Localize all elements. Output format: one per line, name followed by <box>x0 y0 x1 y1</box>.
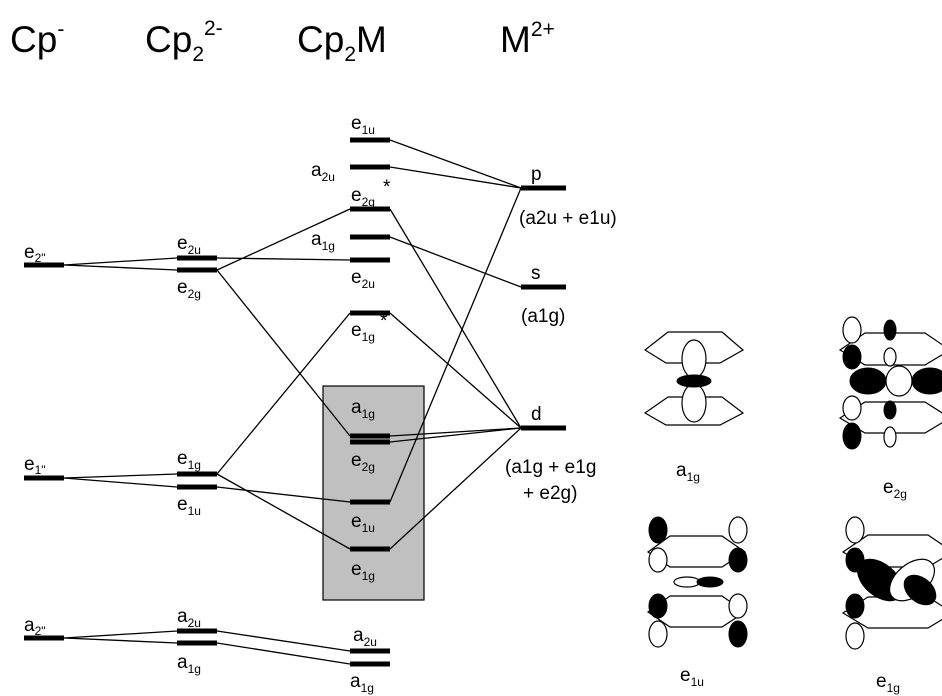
connector <box>389 427 522 437</box>
orbital-e1u-illustration <box>646 516 748 648</box>
label-cp2m-a2u-lower: a2u <box>353 625 377 649</box>
connector <box>63 473 178 479</box>
label-cp2m-e1u-lower: e1u <box>351 511 375 535</box>
label-cp2m-e2g-star: e2g* <box>351 177 391 209</box>
label-cp-e1: e1" <box>24 454 46 477</box>
orbital-label-e2g: e2g <box>883 477 907 501</box>
connector <box>216 642 351 665</box>
connector <box>389 187 522 503</box>
orbital-label-e1u: e1u <box>680 665 704 689</box>
label-cp2m-e1u: e1u <box>351 113 375 137</box>
header-cp2m: Cp2M <box>297 19 387 66</box>
label-cp2m-e1g-star: e1g* <box>351 311 388 344</box>
orbital-a1g-illustration <box>643 331 745 426</box>
label-metal-s-sym: (a1g) <box>521 306 565 327</box>
label-cp2-e1u: e1u <box>177 494 201 518</box>
label-cp2-a1g: a1g <box>177 652 201 676</box>
connector <box>63 630 178 639</box>
connector <box>389 208 522 429</box>
label-cp2m-e1g: e1g <box>351 559 375 583</box>
label-metal-p-sym: (a2u + e1u) <box>519 208 617 229</box>
label-cp2-e2g: e2g <box>177 277 201 301</box>
column-headers: Cp- Cp22- Cp2M M2+ <box>10 17 555 66</box>
label-cp2m-e2u: e2u <box>351 267 375 291</box>
connector <box>216 473 351 550</box>
header-cp: Cp- <box>10 18 64 60</box>
connector <box>389 427 522 443</box>
connector <box>389 236 522 288</box>
correlation-lines <box>63 139 522 665</box>
connector <box>216 269 351 437</box>
cp-labels: e2" e1" a2" <box>24 242 46 638</box>
connector <box>216 486 351 503</box>
connector <box>63 264 178 271</box>
label-cp-e2: e2" <box>24 242 46 265</box>
orbital-e1g-illustration <box>841 516 942 650</box>
label-cp2m-a2u: a2u <box>311 160 335 184</box>
label-metal-p: p <box>531 164 542 185</box>
label-cp2m-a1g-upper: a1g <box>311 229 335 253</box>
label-cp2-a2u: a2u <box>177 606 201 630</box>
orbital-label-a1g: a1g <box>676 460 700 484</box>
connector <box>63 477 178 488</box>
metal-labels: p (a2u + e1u) s (a1g) d (a1g + e1g + e2g… <box>505 164 617 504</box>
header-m2plus: M2+ <box>500 18 555 60</box>
connector <box>216 208 351 271</box>
occupied-orbitals-box <box>322 385 425 601</box>
label-metal-d-sym-1: (a1g + e1g <box>505 457 596 478</box>
label-cp2m-a1g-lower: a1g <box>350 671 374 695</box>
connector <box>389 166 522 189</box>
label-cp-a2: a2" <box>24 615 46 638</box>
connector <box>216 312 351 475</box>
label-metal-d-sym-2: + e2g) <box>523 483 577 504</box>
connector <box>389 427 522 550</box>
label-cp2m-e2g: e2g <box>351 450 375 474</box>
label-cp2-e1g: e1g <box>177 448 201 472</box>
label-cp2m-a1g: a1g <box>351 397 375 421</box>
label-metal-s: s <box>531 263 541 284</box>
label-metal-d: d <box>531 404 542 425</box>
connector <box>216 630 351 652</box>
connector <box>389 139 522 189</box>
cp2m-labels: e1u a2u e2g* a1g e2u e1g* a1g e2g e1u e1… <box>311 113 391 695</box>
energy-levels <box>24 137 566 667</box>
orbital-label-e1g: e1g <box>876 671 900 695</box>
connector <box>63 257 178 266</box>
header-cp2: Cp22- <box>145 17 223 66</box>
label-cp2-e2u: e2u <box>177 233 201 257</box>
connector <box>389 312 522 429</box>
connector <box>63 637 178 644</box>
cp2-labels: e2u e2g e1g e1u a2u a1g <box>177 233 201 676</box>
orbital-e2g-illustration <box>838 316 942 450</box>
connector <box>216 257 351 261</box>
